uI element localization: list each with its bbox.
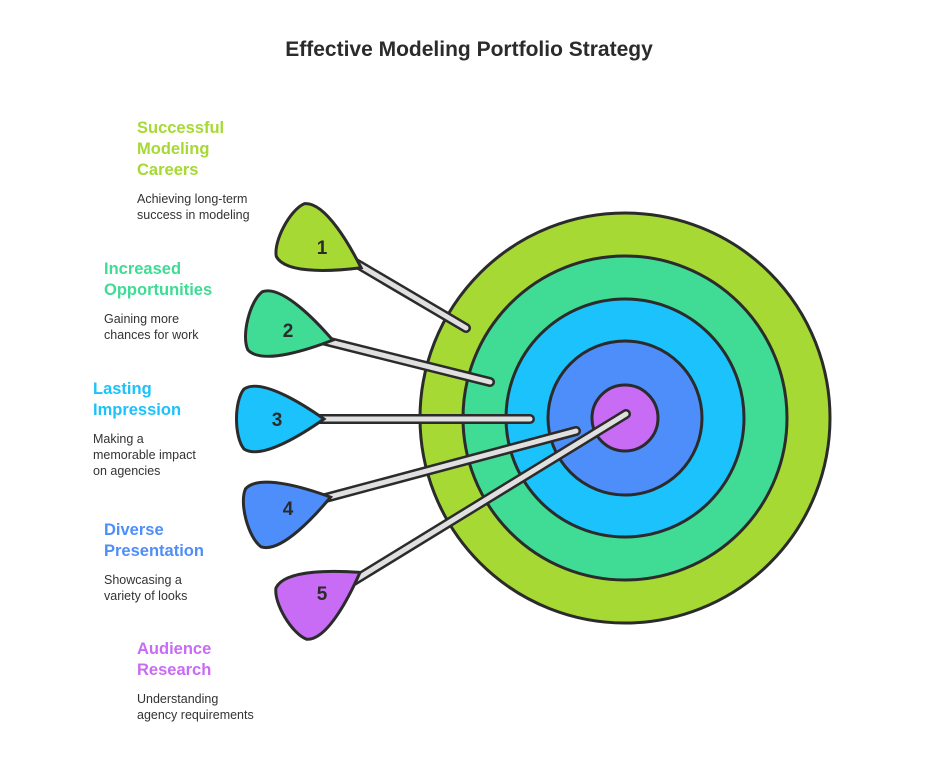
label-block-3: Lasting Impression Making a memorable im…: [93, 379, 283, 479]
diagram-title: Effective Modeling Portfolio Strategy: [285, 38, 653, 61]
arrow-flag-4: [241, 480, 334, 550]
item-title-2-line-1: Increased: [104, 260, 182, 278]
arrow-flag-2: [244, 289, 336, 358]
item-desc-3-line-3: on agencies: [93, 464, 161, 478]
label-block-1: Successful Modeling Careers Achieving lo…: [137, 118, 327, 223]
arrow-number-1: 1: [317, 238, 328, 259]
arrow-number-2: 2: [283, 321, 294, 342]
item-title-4-line-1: Diverse: [104, 521, 164, 539]
item-title-3: Lasting Impression: [93, 379, 283, 421]
arrow-shaft-2: [317, 335, 495, 387]
item-desc-4-line-1: Showcasing a: [104, 573, 182, 587]
item-desc-2-line-2: chances for work: [104, 328, 199, 342]
item-desc-1-line-1: Achieving long-term: [137, 192, 248, 206]
item-desc-5: Understanding agency requirements: [137, 691, 327, 723]
item-desc-3-line-1: Making a: [93, 432, 144, 446]
item-desc-5-line-1: Understanding: [137, 692, 219, 706]
arrow-number-5: 5: [317, 584, 328, 605]
item-title-5: Audience Research: [137, 639, 327, 681]
arrow-flag-3: [235, 384, 327, 454]
label-block-5: Audience Research Understanding agency r…: [137, 639, 327, 723]
item-title-4: Diverse Presentation: [104, 520, 294, 562]
item-title-1: Successful Modeling Careers: [137, 118, 327, 181]
item-title-3-line-1: Lasting: [93, 380, 152, 398]
item-desc-5-line-2: agency requirements: [137, 708, 254, 722]
arrow-numbers: 1 2 3 4 5: [272, 238, 328, 605]
arrow-shaft-4: [313, 426, 581, 505]
label-block-2: Increased Opportunities Gaining more cha…: [104, 259, 294, 343]
item-title-2-line-2: Opportunities: [104, 281, 213, 299]
arrow-shaft-5: [347, 409, 631, 587]
item-desc-3: Making a memorable impact on agencies: [93, 431, 283, 479]
item-title-1-line-3: Careers: [137, 161, 199, 179]
item-title-5-line-2: Research: [137, 661, 212, 679]
item-title-4-line-2: Presentation: [104, 542, 204, 560]
item-title-1-line-1: Successful: [137, 119, 225, 137]
item-desc-3-line-2: memorable impact: [93, 448, 196, 462]
arrow-heads: [235, 202, 364, 641]
item-title-1-line-2: Modeling: [137, 140, 210, 158]
item-desc-1: Achieving long-term success in modeling: [137, 191, 327, 223]
item-desc-4-line-2: variety of looks: [104, 589, 188, 603]
item-desc-2: Gaining more chances for work: [104, 311, 294, 343]
item-title-2: Increased Opportunities: [104, 259, 294, 301]
item-title-5-line-1: Audience: [137, 640, 212, 658]
label-block-4: Diverse Presentation Showcasing a variet…: [104, 520, 294, 604]
item-desc-2-line-1: Gaining more: [104, 312, 180, 326]
item-desc-4: Showcasing a variety of looks: [104, 572, 294, 604]
arrow-number-3: 3: [272, 410, 283, 431]
arrow-flag-5: [274, 569, 363, 641]
arrow-shafts: [305, 257, 631, 587]
arrow-number-4: 4: [283, 499, 294, 520]
item-desc-1-line-2: success in modeling: [137, 208, 250, 222]
arrow-flag-1: [274, 202, 364, 272]
arrow-shaft-1: [349, 257, 471, 333]
item-title-3-line-2: Impression: [93, 401, 182, 419]
